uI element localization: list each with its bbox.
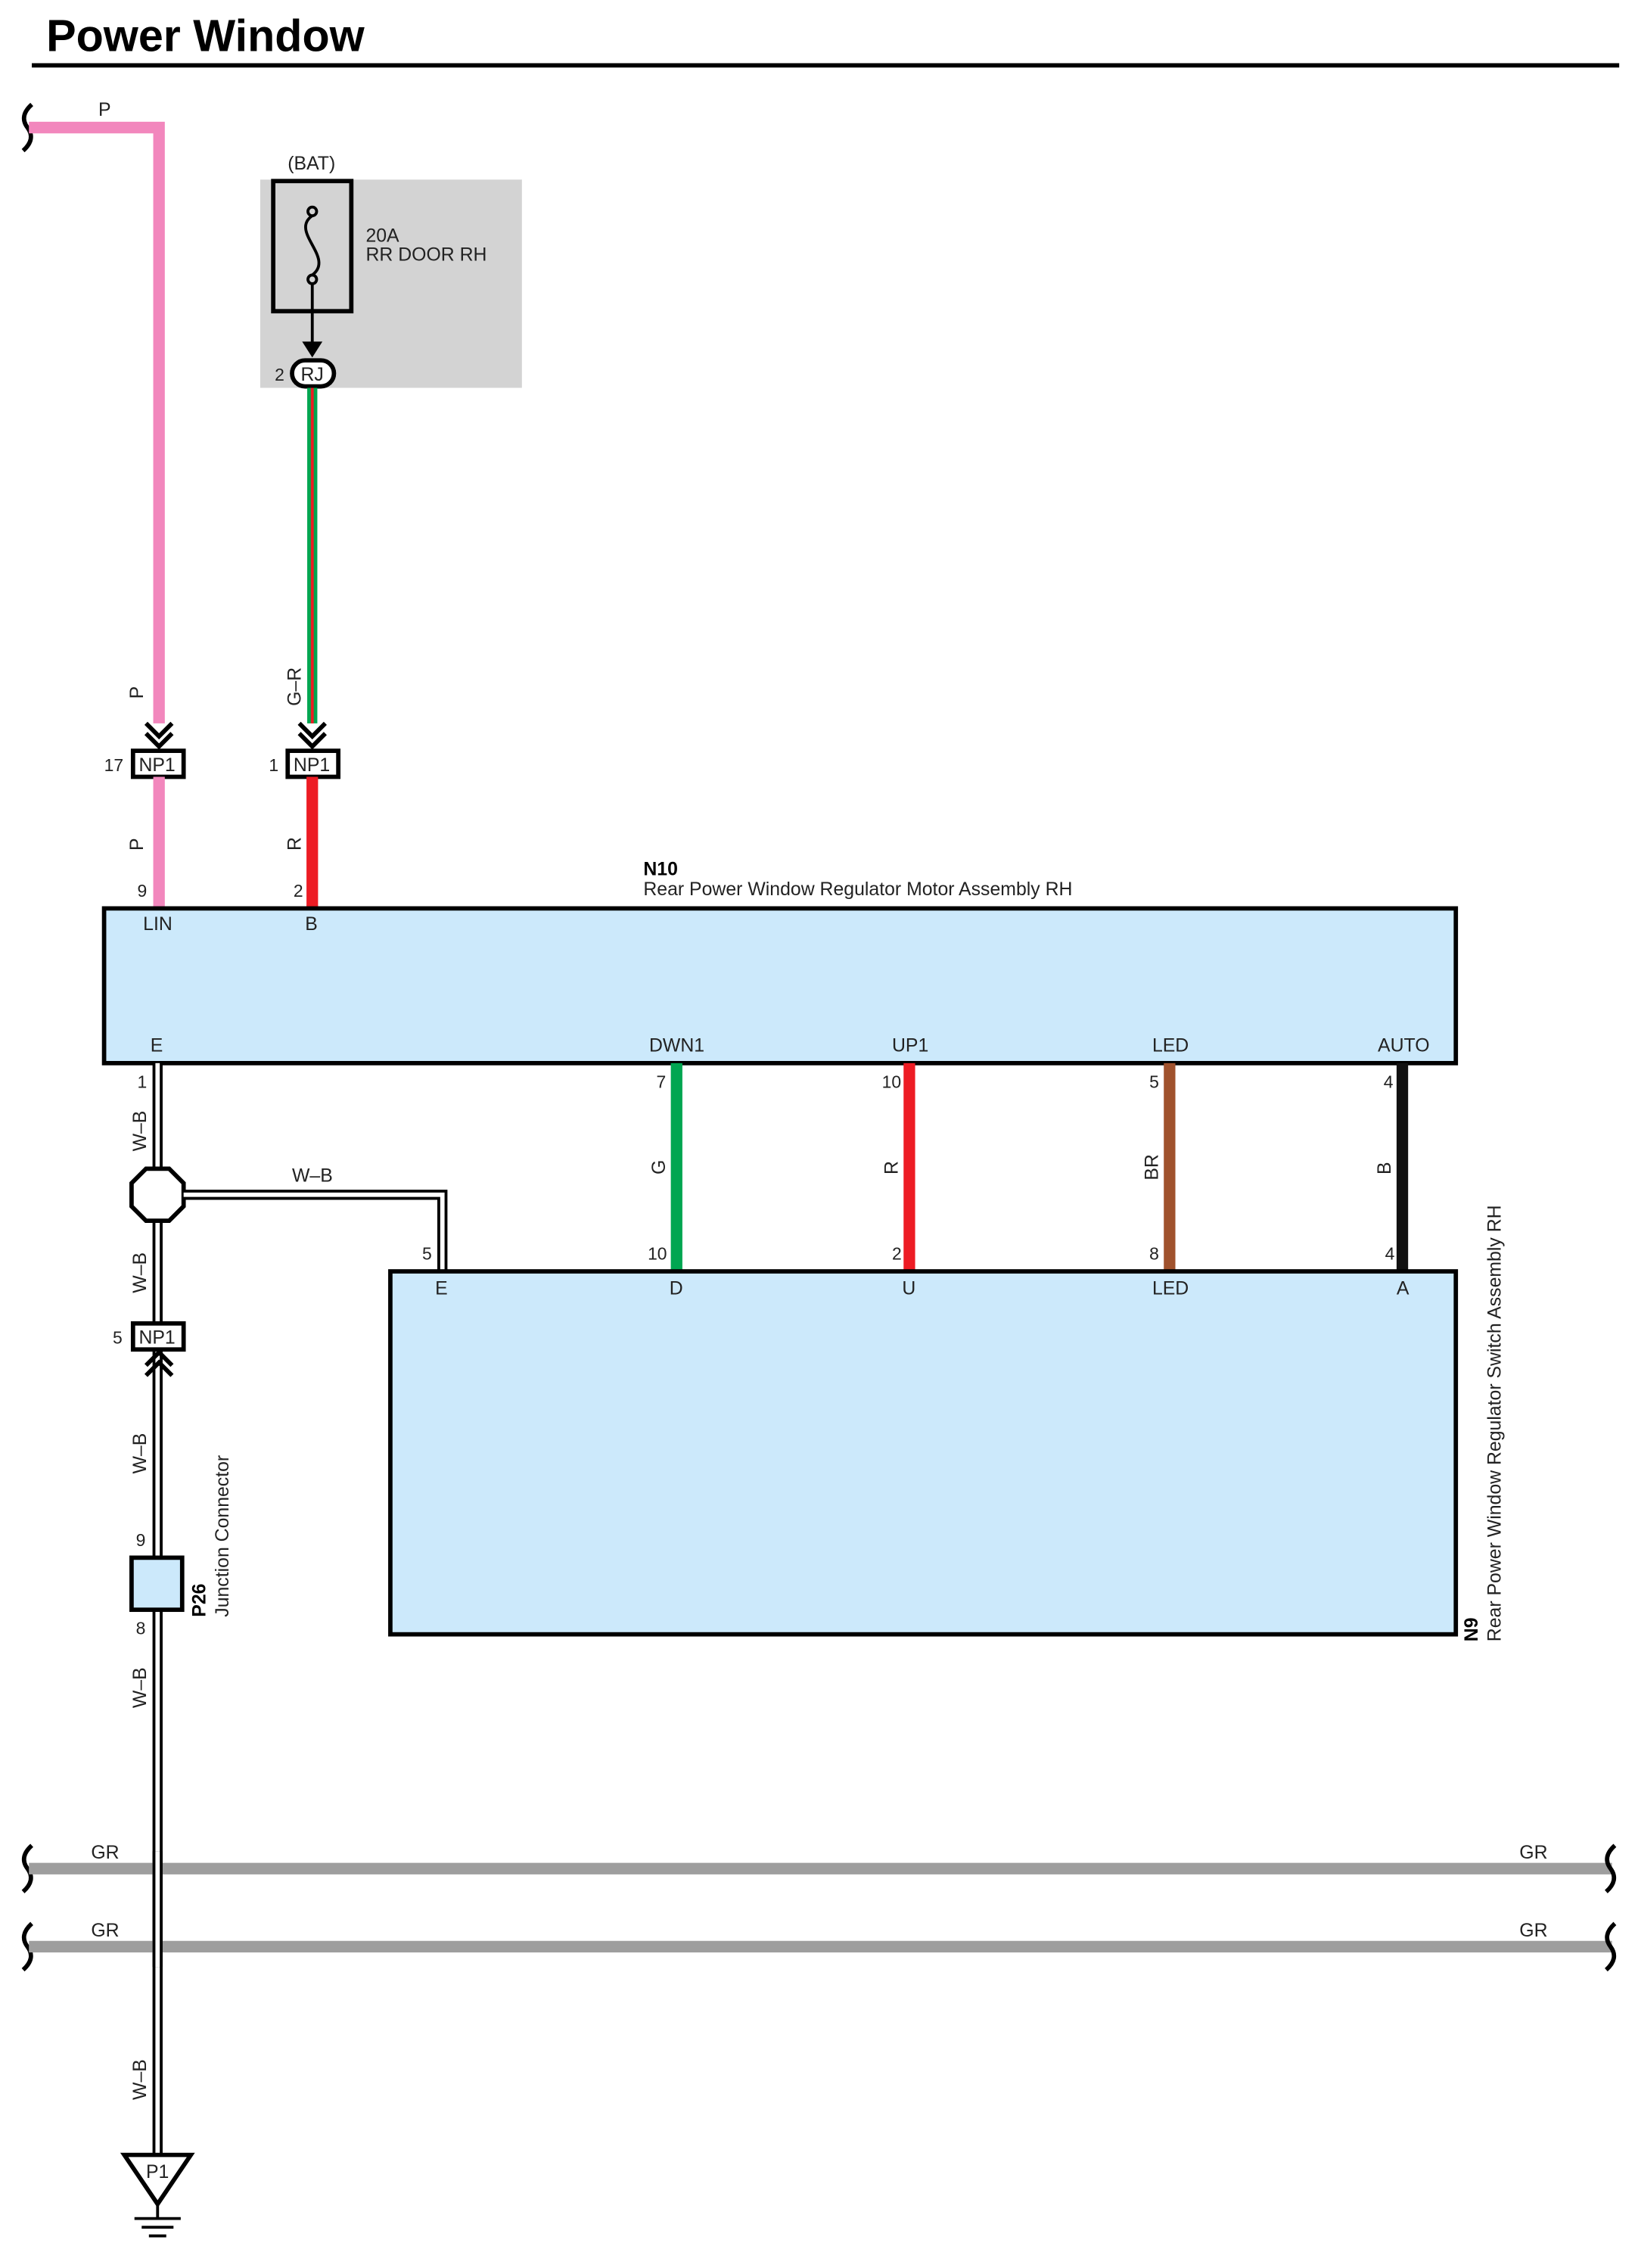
gr-bus-2-label-right: GR bbox=[1519, 1921, 1547, 1941]
component-n9 bbox=[388, 1269, 1459, 1637]
n10-dwn1-pin: 7 bbox=[657, 1072, 667, 1091]
wire-label-br: BR bbox=[1142, 1154, 1163, 1181]
n9-a-pin: 4 bbox=[1385, 1244, 1395, 1264]
wire-label-wb-3: W–B bbox=[130, 1433, 151, 1474]
fuse-rating: 20A bbox=[365, 226, 399, 247]
n9-code: N9 bbox=[1462, 1617, 1482, 1641]
component-n10 bbox=[101, 906, 1459, 1066]
connector-chevron-b bbox=[297, 721, 327, 750]
n9-led-label: LED bbox=[1152, 1279, 1189, 1299]
gr-bus-2-left-break bbox=[21, 1921, 34, 1972]
n9-u-pin: 2 bbox=[892, 1244, 902, 1264]
wire-label-r-upper: R bbox=[284, 837, 305, 851]
n9-e-pin: 5 bbox=[422, 1244, 432, 1264]
fuse-box-area bbox=[260, 179, 522, 388]
n10-code: N10 bbox=[643, 859, 678, 879]
p26-code: P26 bbox=[189, 1584, 210, 1617]
n10-lin-label: LIN bbox=[143, 914, 173, 935]
wire-label-p-upper: P bbox=[127, 686, 148, 699]
connector-np1-a-pin: 17 bbox=[104, 755, 123, 775]
n10-b-label: B bbox=[305, 914, 318, 935]
wire-label-gr: G–R bbox=[284, 667, 305, 706]
ground-icon bbox=[134, 2204, 181, 2238]
p26-name: Junction Connector bbox=[213, 1455, 233, 1617]
n10-dwn1-label: DWN1 bbox=[649, 1036, 704, 1056]
wire-label-b: B bbox=[1375, 1162, 1395, 1174]
gr-bus-2-label-left: GR bbox=[91, 1921, 119, 1941]
ground-symbol-p1 bbox=[120, 2152, 195, 2208]
connector-np1-b-pin: 1 bbox=[269, 755, 278, 775]
page-title: Power Window bbox=[46, 10, 365, 61]
connector-rj-pin: 2 bbox=[275, 365, 284, 384]
n9-d-label: D bbox=[670, 1279, 683, 1299]
connector-np1-a-name: NP1 bbox=[138, 755, 175, 776]
n10-name: Rear Power Window Regulator Motor Assemb… bbox=[643, 879, 1072, 900]
wire-label-p-lower: P bbox=[127, 838, 148, 851]
n9-u-label: U bbox=[902, 1279, 915, 1299]
fuse-arrow bbox=[302, 341, 323, 358]
wire-label-wb-branch: W–B bbox=[292, 1166, 333, 1187]
fuse-name: RR DOOR RH bbox=[365, 244, 486, 265]
splice-point bbox=[129, 1166, 186, 1224]
n10-led-label: LED bbox=[1152, 1036, 1189, 1056]
wire-label-p-top: P bbox=[98, 100, 111, 120]
left-break-symbol bbox=[21, 102, 34, 153]
n10-up1-label: UP1 bbox=[892, 1036, 928, 1056]
n10-lin-pin: 9 bbox=[138, 881, 148, 901]
n9-name: Rear Power Window Regulator Switch Assem… bbox=[1484, 1205, 1505, 1641]
p26-pin-top: 9 bbox=[136, 1530, 146, 1550]
n10-b-pin: 2 bbox=[294, 881, 303, 901]
fuse-source: (BAT) bbox=[288, 154, 335, 174]
n9-d-pin: 10 bbox=[648, 1244, 667, 1264]
n10-led-pin: 5 bbox=[1149, 1072, 1159, 1091]
ground-name: P1 bbox=[146, 2162, 169, 2182]
gr-bus-1-left-break bbox=[21, 1843, 34, 1893]
gr-bus-2-right-break bbox=[1604, 1921, 1617, 1972]
connector-np1-b-name: NP1 bbox=[294, 755, 330, 776]
junction-connector-p26 bbox=[129, 1555, 185, 1613]
n10-e-label: E bbox=[151, 1036, 163, 1056]
n10-auto-pin: 4 bbox=[1384, 1072, 1394, 1091]
n9-a-label: A bbox=[1397, 1279, 1410, 1299]
wire-label-wb-2: W–B bbox=[130, 1252, 151, 1293]
connector-np1-c-pin: 5 bbox=[113, 1328, 123, 1348]
connector-np1-c-name: NP1 bbox=[138, 1328, 175, 1349]
n10-e-pin: 1 bbox=[138, 1072, 148, 1091]
connector-np1-c bbox=[130, 1321, 186, 1352]
n10-auto-label: AUTO bbox=[1378, 1036, 1430, 1056]
wire-p-top bbox=[29, 121, 165, 723]
gr-bus-1-label-right: GR bbox=[1519, 1843, 1547, 1863]
p26-pin-bottom: 8 bbox=[136, 1619, 146, 1638]
wire-label-wb-5: W–B bbox=[130, 2059, 151, 2100]
n9-e-label: E bbox=[435, 1279, 448, 1299]
n9-led-pin: 8 bbox=[1149, 1244, 1159, 1264]
connector-chevron-a bbox=[144, 721, 174, 750]
connector-chevron-c bbox=[144, 1349, 174, 1377]
connector-rj-name: RJ bbox=[300, 365, 323, 385]
wire-label-wb-1: W–B bbox=[130, 1111, 151, 1152]
wire-label-g: G bbox=[649, 1160, 670, 1174]
connector-rj bbox=[290, 358, 337, 389]
gr-bus-1-label-left: GR bbox=[91, 1843, 119, 1863]
wire-wb-branch bbox=[183, 1190, 448, 1272]
n10-up1-pin: 10 bbox=[882, 1072, 902, 1091]
gr-bus-1-right-break bbox=[1604, 1843, 1617, 1893]
wire-label-r: R bbox=[882, 1161, 903, 1174]
wire-label-wb-4: W–B bbox=[130, 1667, 151, 1708]
